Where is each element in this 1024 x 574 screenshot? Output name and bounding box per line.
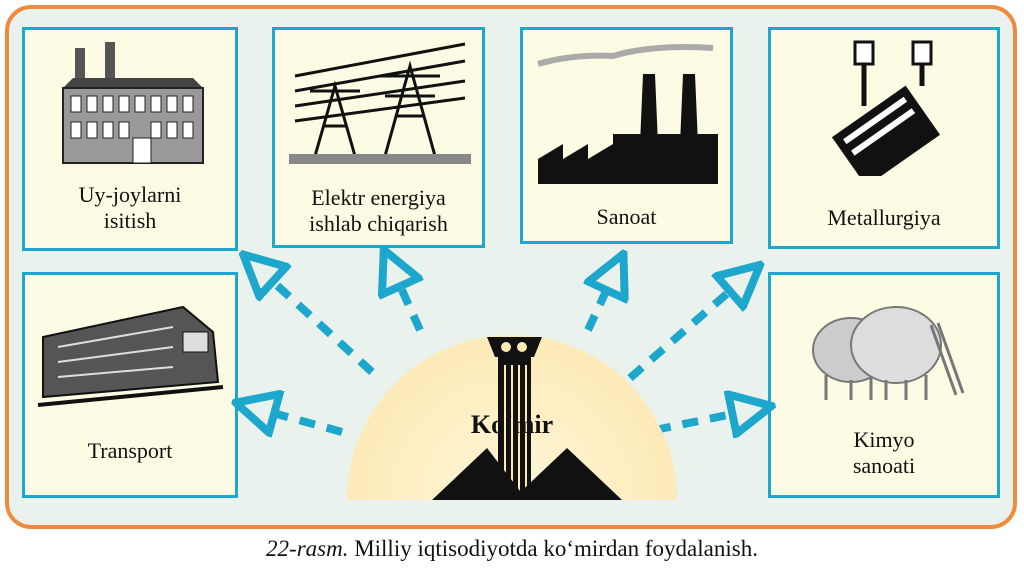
- ladle-crane-icon: [831, 40, 941, 176]
- coal-center: Ko‘mir: [347, 335, 677, 500]
- power-line-icon: [289, 42, 471, 164]
- mine-tower-icon: [432, 337, 622, 500]
- center-label: Ko‘mir: [470, 410, 554, 439]
- figure-caption: 22-rasm. Milliy iqtisodiyotda ko‘mirdan …: [0, 536, 1024, 562]
- box-label: Sanoat: [596, 204, 657, 229]
- arrow-to-home-heating: [258, 268, 375, 375]
- arrow-to-electricity: [392, 268, 420, 332]
- building-icon: [62, 42, 204, 164]
- factory-icon: [537, 44, 718, 184]
- arrow-to-transport: [255, 408, 344, 432]
- arrow-to-industry: [588, 272, 615, 332]
- box-label: Metallurgiya: [827, 205, 941, 230]
- locomotive-icon: [37, 305, 224, 407]
- figure-number: 22-rasm.: [266, 536, 349, 561]
- box-industry: Sanoat: [520, 27, 733, 244]
- gas-tanks-icon: [812, 306, 965, 400]
- box-metallurgy: Metallurgiya: [768, 27, 1000, 249]
- arrow-to-metallurgy: [627, 278, 745, 382]
- box-label: Transport: [87, 438, 173, 463]
- caption-text: Milliy iqtisodiyotda ko‘mirdan foydalani…: [348, 536, 758, 561]
- box-transport: Transport: [22, 272, 238, 498]
